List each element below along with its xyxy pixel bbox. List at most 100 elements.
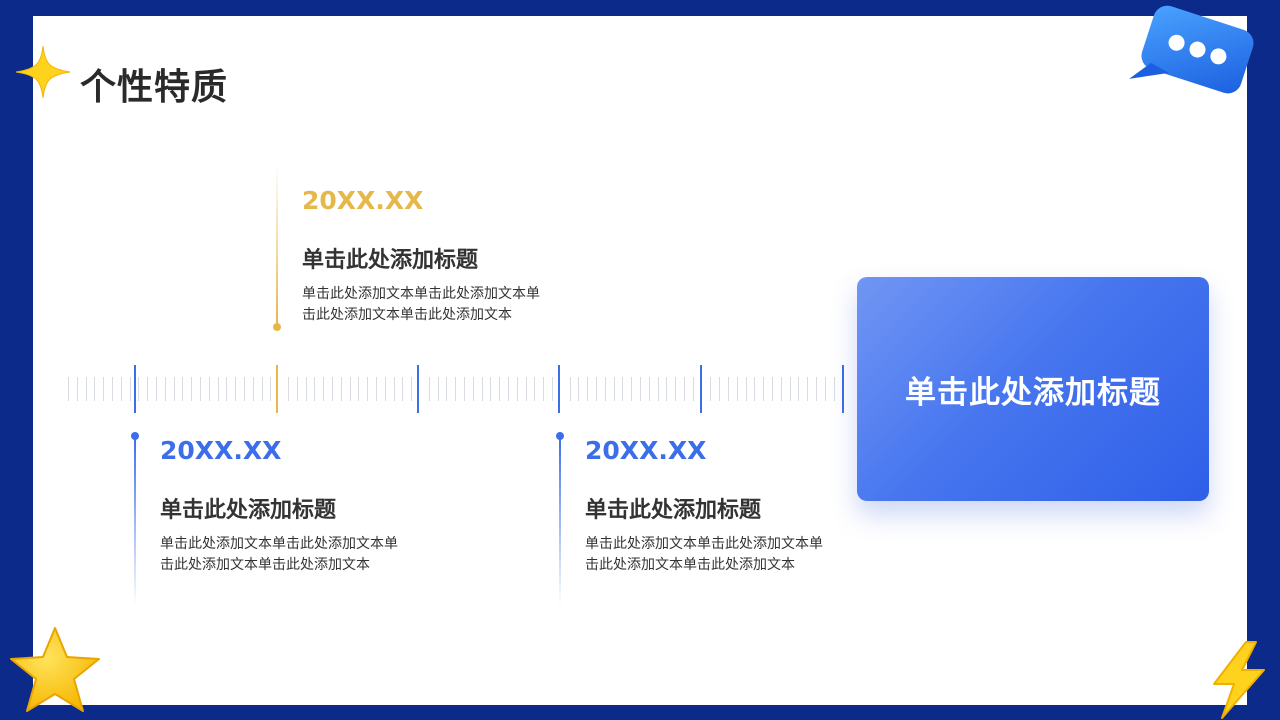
ruler-minor-tick [640, 377, 641, 401]
ruler-major-tick [558, 365, 560, 413]
connector-line [559, 436, 561, 606]
ruler-minor-tick [77, 377, 78, 401]
ruler-minor-tick [402, 377, 403, 401]
ruler-minor-tick [429, 377, 430, 401]
ruler-minor-tick [534, 377, 535, 401]
connector-line [276, 165, 278, 325]
ruler-minor-tick [165, 377, 166, 401]
ruler-minor-tick [411, 377, 412, 401]
ruler-minor-tick [684, 377, 685, 401]
ruler-minor-tick [191, 377, 192, 401]
ruler-minor-tick [306, 377, 307, 401]
ruler-minor-tick [781, 377, 782, 401]
sparkle-icon [14, 44, 72, 100]
ruler-minor-tick [790, 377, 791, 401]
ruler-major-tick [134, 365, 136, 413]
timeline-date: 20XX.XX [302, 186, 547, 216]
ruler-minor-tick [253, 377, 254, 401]
timeline-item: 20XX.XX 单击此处添加标题 单击此处添加文本单击此处添加文本单击此处添加文… [160, 436, 405, 576]
lightning-icon [1198, 640, 1276, 720]
ruler-minor-tick [314, 377, 315, 401]
ruler-minor-tick [543, 377, 544, 401]
ruler-minor-tick [737, 377, 738, 401]
ruler-minor-tick [807, 377, 808, 401]
ruler-minor-tick [121, 377, 122, 401]
ruler-major-tick [276, 365, 278, 413]
ruler-minor-tick [323, 377, 324, 401]
ruler-minor-tick [385, 377, 386, 401]
ruler-minor-tick [526, 377, 527, 401]
timeline-heading: 单击此处添加标题 [585, 496, 830, 526]
connector-dot [273, 323, 281, 331]
ruler-minor-tick [587, 377, 588, 401]
ruler-minor-tick [235, 377, 236, 401]
timeline-date: 20XX.XX [160, 436, 405, 466]
ruler-major-tick [842, 365, 844, 413]
ruler-minor-tick [244, 377, 245, 401]
ruler-minor-tick [262, 377, 263, 401]
feature-card[interactable]: 单击此处添加标题 [857, 277, 1209, 501]
ruler-minor-tick [112, 377, 113, 401]
timeline-ruler [68, 365, 848, 413]
ruler-minor-tick [596, 377, 597, 401]
ruler-minor-tick [86, 377, 87, 401]
timeline-item: 20XX.XX 单击此处添加标题 单击此处添加文本单击此处添加文本单击此处添加文… [585, 436, 830, 576]
ruler-minor-tick [473, 377, 474, 401]
ruler-minor-tick [552, 377, 553, 401]
ruler-minor-tick [834, 377, 835, 401]
timeline-heading: 单击此处添加标题 [160, 496, 405, 526]
ruler-minor-tick [68, 377, 69, 401]
chat-bubble-icon [1122, 2, 1268, 106]
ruler-minor-tick [94, 377, 95, 401]
ruler-minor-tick [508, 377, 509, 401]
ruler-minor-tick [649, 377, 650, 401]
ruler-minor-tick [578, 377, 579, 401]
ruler-minor-tick [200, 377, 201, 401]
timeline-body: 单击此处添加文本单击此处添加文本单击此处添加文本单击此处添加文本 [302, 284, 547, 326]
timeline-item: 20XX.XX 单击此处添加标题 单击此处添加文本单击此处添加文本单击此处添加文… [302, 186, 547, 326]
ruler-minor-tick [517, 377, 518, 401]
ruler-minor-tick [798, 377, 799, 401]
ruler-minor-tick [218, 377, 219, 401]
ruler-minor-tick [622, 377, 623, 401]
ruler-minor-tick [746, 377, 747, 401]
ruler-minor-tick [728, 377, 729, 401]
ruler-minor-tick [614, 377, 615, 401]
feature-card-label: 单击此处添加标题 [905, 367, 1161, 412]
ruler-minor-tick [394, 377, 395, 401]
ruler-minor-tick [570, 377, 571, 401]
ruler-minor-tick [658, 377, 659, 401]
ruler-minor-tick [358, 377, 359, 401]
ruler-minor-tick [288, 377, 289, 401]
ruler-minor-tick [376, 377, 377, 401]
ruler-minor-tick [147, 377, 148, 401]
ruler-minor-tick [156, 377, 157, 401]
ruler-minor-tick [350, 377, 351, 401]
ruler-minor-tick [130, 377, 131, 401]
ruler-minor-tick [209, 377, 210, 401]
ruler-minor-tick [490, 377, 491, 401]
connector-dot [556, 432, 564, 440]
ruler-major-tick [417, 365, 419, 413]
ruler-minor-tick [367, 377, 368, 401]
ruler-minor-tick [455, 377, 456, 401]
ruler-minor-tick [754, 377, 755, 401]
ruler-minor-tick [341, 377, 342, 401]
timeline-heading: 单击此处添加标题 [302, 246, 547, 276]
connector-dot [131, 432, 139, 440]
ruler-minor-tick [138, 377, 139, 401]
page-title: 个性特质 [80, 58, 228, 110]
ruler-minor-tick [675, 377, 676, 401]
ruler-minor-tick [499, 377, 500, 401]
ruler-minor-tick [763, 377, 764, 401]
ruler-minor-tick [464, 377, 465, 401]
ruler-minor-tick [270, 377, 271, 401]
timeline-date: 20XX.XX [585, 436, 830, 466]
connector-line [134, 436, 136, 606]
ruler-minor-tick [226, 377, 227, 401]
ruler-minor-tick [719, 377, 720, 401]
ruler-minor-tick [772, 377, 773, 401]
ruler-minor-tick [825, 377, 826, 401]
ruler-minor-tick [666, 377, 667, 401]
ruler-minor-tick [816, 377, 817, 401]
